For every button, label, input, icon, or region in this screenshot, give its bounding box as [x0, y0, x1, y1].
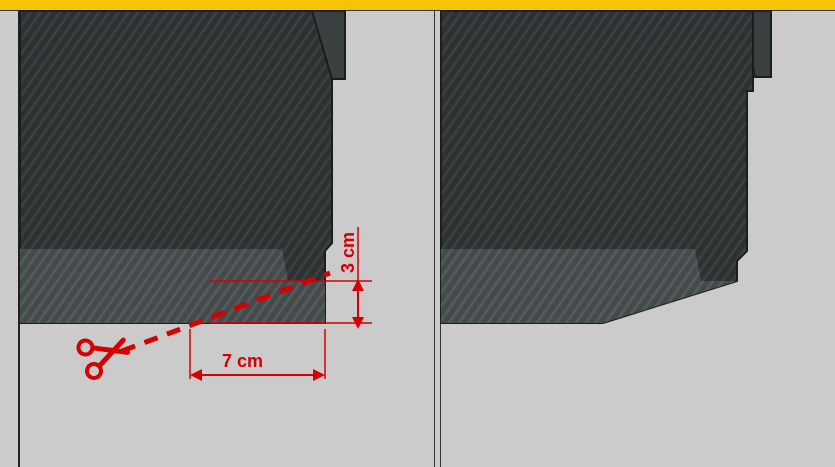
left-panel-svg: 3 cm 7 cm [19, 10, 372, 381]
dim-horizontal-label: 7 cm [222, 351, 263, 371]
dim-horizontal-arrow-right [313, 369, 325, 381]
fabric-hem-left [20, 249, 325, 323]
cut-line-dashed [121, 270, 331, 354]
fabric-hem-right [441, 249, 737, 323]
fabric-back-layer-left [310, 10, 346, 80]
dim-vertical-label: 3 cm [338, 232, 358, 273]
right-panel [440, 10, 835, 467]
right-panel-svg [440, 10, 772, 324]
left-panel: 3 cm 7 cm [19, 10, 435, 467]
header-band [0, 0, 835, 11]
scissors-icon [76, 337, 131, 380]
dim-vertical-arrow-top [352, 279, 364, 291]
dim-horizontal-arrow-left [190, 369, 202, 381]
